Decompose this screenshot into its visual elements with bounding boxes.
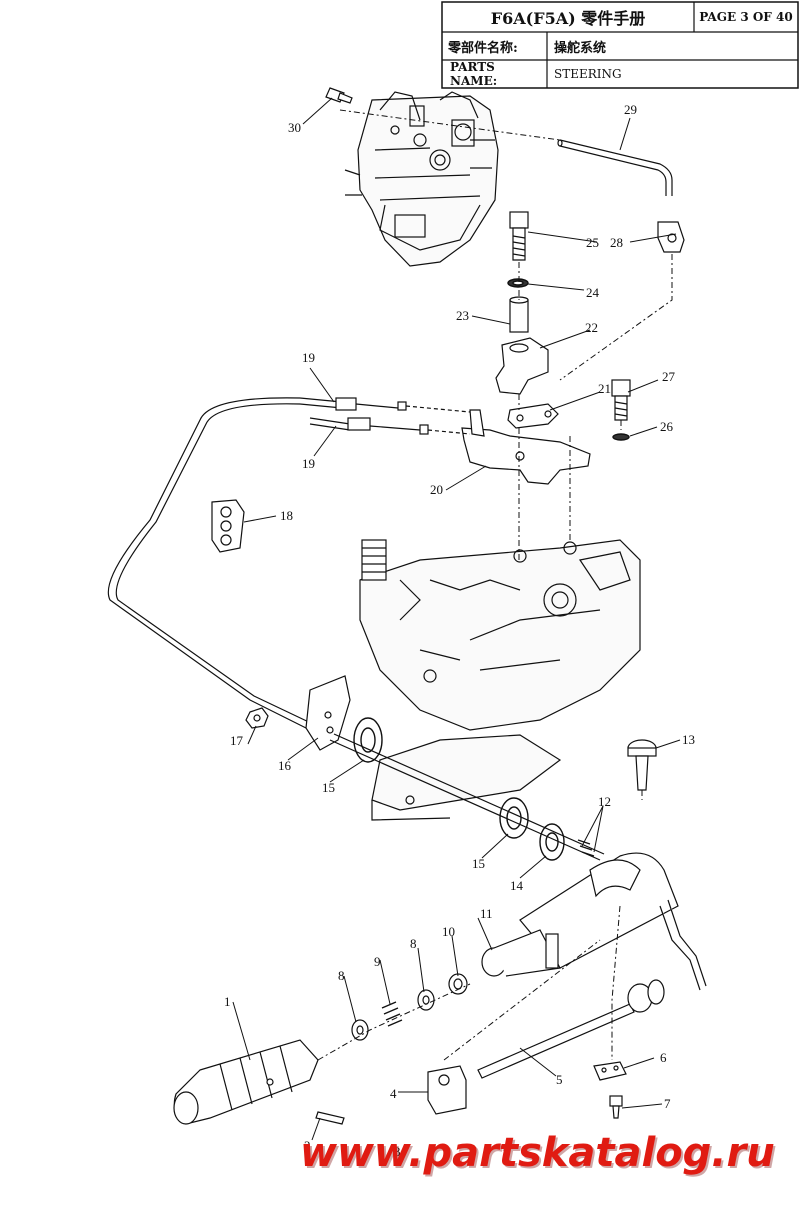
callout-6: 6 (660, 1050, 667, 1065)
link-rod-29 (557, 139, 673, 196)
washer-8-right (417, 989, 435, 1011)
callout-11: 11 (480, 906, 493, 921)
callout-27: 27 (662, 369, 676, 384)
cable-loop (107, 397, 335, 741)
engine-block (359, 539, 641, 731)
cn-parts-name-label: 零部件名称: (448, 40, 518, 56)
callout-12: 12 (598, 794, 611, 809)
callout-19-upper: 19 (302, 350, 315, 365)
callout-24: 24 (586, 285, 600, 300)
callout-3: 3 (394, 1144, 401, 1159)
callout-5: 5 (556, 1072, 563, 1087)
bolt-27 (611, 379, 631, 421)
callout-28: 28 (610, 235, 623, 250)
bolt-25 (509, 211, 529, 261)
callout-22: 22 (585, 320, 598, 335)
callout-9: 9 (374, 954, 381, 969)
clip-18 (211, 499, 245, 553)
spacer-23 (509, 296, 529, 333)
block-4 (427, 1065, 467, 1115)
alignment-lines (317, 109, 673, 1061)
throttle-cables-19 (299, 397, 471, 435)
callout-18: 18 (280, 508, 293, 523)
bolt-30 (325, 87, 353, 104)
bracket-20 (461, 409, 591, 485)
callout-8-right: 8 (410, 936, 417, 951)
collar-10 (448, 973, 468, 995)
knob-13 (627, 739, 657, 791)
title-block (441, 1, 799, 89)
callout-21: 21 (598, 381, 611, 396)
spring-9 (381, 1001, 403, 1027)
callout-25: 25 (586, 235, 599, 250)
callout-19-lower: 19 (302, 456, 315, 471)
callout-14: 14 (510, 878, 524, 893)
callout-1: 1 (224, 994, 231, 1009)
leader-lines (232, 97, 681, 1141)
tiller-arm-11 (481, 852, 707, 991)
callout-2: 2 (304, 1138, 311, 1153)
callout-16: 16 (278, 758, 292, 773)
parts-name-label: PARTS NAME: (450, 60, 498, 88)
parts-name-value: STEERING (554, 67, 622, 81)
shaft-5 (477, 979, 665, 1079)
callout-10: 10 (442, 924, 455, 939)
callout-15-lower: 15 (472, 856, 485, 871)
lever-22 (495, 337, 549, 395)
carburetor-assembly (344, 91, 499, 267)
washer-8-left (351, 1019, 369, 1041)
nut-17 (245, 707, 269, 729)
manual-title: F6A(F5A) 零件手册 (490, 9, 646, 28)
callout-labels: 30 29 25 28 24 23 22 21 27 26 19 19 20 1… (224, 102, 695, 1159)
mount-bracket (371, 734, 562, 821)
plate-6 (593, 1061, 627, 1081)
callout-29: 29 (624, 102, 637, 117)
screw-7 (609, 1095, 623, 1119)
throttle-grip-1 (173, 1039, 319, 1125)
cable-run (329, 733, 605, 861)
washer-26 (612, 433, 630, 441)
callout-26: 26 (660, 419, 674, 434)
site-watermark: www.partskatalog.ru (300, 1130, 775, 1176)
plate-16 (305, 675, 351, 751)
screw-2 (315, 1111, 345, 1125)
grommet-15-upper (353, 717, 383, 763)
callout-8-left: 8 (338, 968, 345, 983)
callout-20: 20 (430, 482, 443, 497)
callout-30: 30 (288, 120, 301, 135)
washer-24 (507, 278, 529, 288)
callout-17: 17 (230, 733, 244, 748)
callout-15-upper: 15 (322, 780, 335, 795)
callout-4: 4 (390, 1086, 397, 1101)
callout-23: 23 (456, 308, 469, 323)
clip-28 (657, 221, 685, 253)
page-indicator: PAGE 3 OF 40 (699, 10, 793, 24)
callout-13: 13 (682, 732, 695, 747)
cn-parts-name-value: 操舵系统 (554, 40, 607, 56)
callout-7: 7 (664, 1096, 671, 1111)
link-21 (507, 403, 559, 429)
